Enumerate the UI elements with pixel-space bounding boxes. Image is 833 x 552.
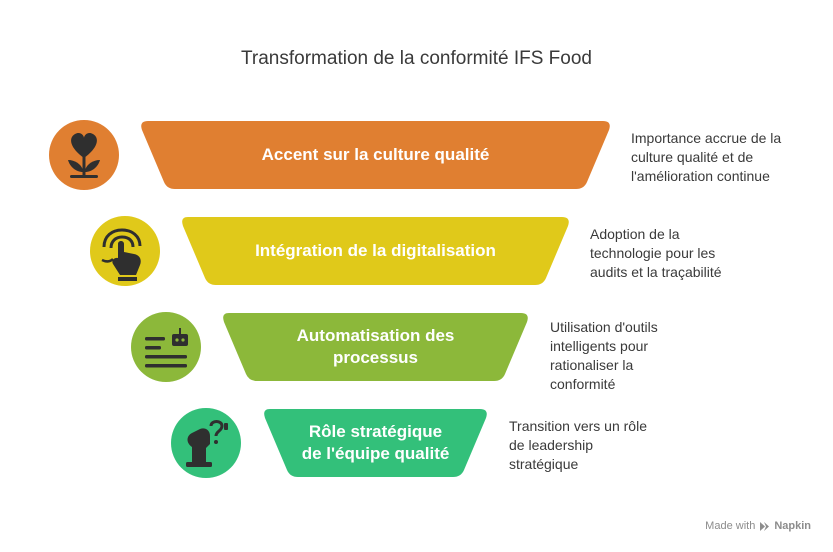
stage-1-band [141, 121, 610, 189]
stage-1-label: Accent sur la culture qualité [261, 145, 490, 164]
footer-brand: Napkin [774, 520, 811, 532]
page-title: Transformation de la conformité IFS Food [241, 48, 592, 69]
chess-knight-icon [171, 408, 241, 478]
footer-watermark: Made with Napkin [705, 520, 811, 532]
robot-list-icon [131, 312, 201, 382]
footer-made-with: Made with [705, 520, 756, 532]
stage-3-band [223, 313, 528, 381]
stage-3-label: Automatisation des processus [296, 326, 455, 367]
stage-4-description: Transition vers un rôle de leadership st… [509, 418, 647, 472]
heart-plant-icon [49, 120, 119, 190]
stage-2-band [182, 217, 569, 285]
napkin-logo-icon [760, 521, 770, 531]
stage-2-description: Adoption de la technologie pour les audi… [590, 226, 722, 280]
stage-4-label: Rôle stratégique de l'équipe qualité [301, 422, 450, 463]
stage-1-description: Importance accrue de la culture qualité … [631, 130, 782, 184]
hand-tap-icon [90, 216, 160, 286]
stage-4-band [264, 409, 487, 477]
stage-2-label: Intégration de la digitalisation [255, 241, 496, 260]
stage-3-description: Utilisation d'outils intelligents pour r… [550, 319, 658, 392]
